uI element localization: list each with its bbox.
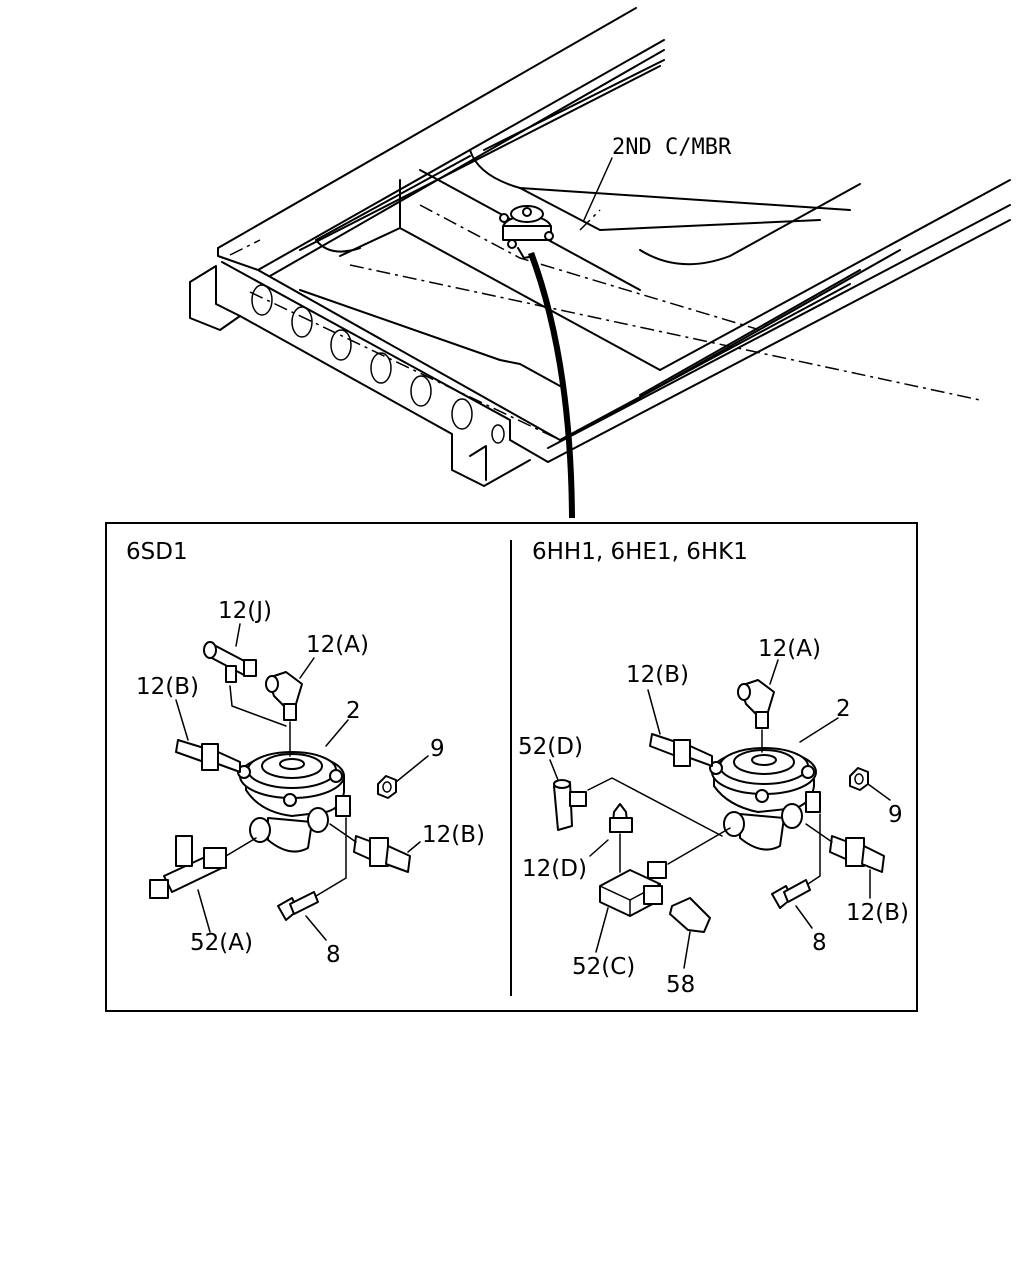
fitting-12b-left (175, 739, 241, 773)
callout-12a: 12(A) (758, 636, 821, 662)
panel-title: 6SD1 (126, 539, 188, 565)
callout-9: 9 (430, 736, 445, 762)
callout-2: 2 (346, 698, 361, 724)
panel-6sd1: 6SD1 (126, 539, 485, 968)
detail-pointer (528, 252, 575, 518)
fitting-12b-left (649, 733, 713, 767)
callout-52a: 52(A) (190, 930, 253, 956)
valve-part-2 (709, 747, 821, 851)
fitting-12b-right (805, 823, 885, 873)
fitting-52a (149, 835, 257, 899)
callout-9: 9 (888, 802, 903, 828)
plug-part-58 (669, 897, 711, 933)
nut-part-9 (849, 767, 869, 791)
callout-12a: 12(A) (306, 632, 369, 658)
fitting-12j (203, 641, 287, 727)
callout-8: 8 (812, 930, 827, 956)
callout-8: 8 (326, 942, 341, 968)
callout-58: 58 (666, 972, 695, 998)
callout-12b-left: 12(B) (626, 662, 689, 688)
nut-part-9 (377, 775, 397, 799)
fitting-52c (599, 827, 731, 917)
panel-6hh1: 6HH1, 6HE1, 6HK1 (518, 539, 909, 998)
bolt-part-8 (277, 817, 347, 921)
callout-12b-right: 12(B) (422, 822, 485, 848)
member-label: 2ND C/MBR (612, 135, 732, 160)
fitting-12b-right (329, 823, 411, 873)
callout-12d: 12(D) (522, 856, 587, 882)
callout-52d: 52(D) (518, 734, 583, 760)
callout-52c: 52(C) (572, 954, 635, 980)
callout-12b-right: 12(B) (846, 900, 909, 926)
fitting-12d (609, 803, 633, 873)
chassis-frame (189, 7, 1011, 518)
bolt-part-8 (771, 813, 821, 909)
callout-12j: 12(J) (218, 598, 272, 624)
fitting-12a (265, 671, 303, 757)
callout-12b-left: 12(B) (136, 674, 199, 700)
callout-2: 2 (836, 696, 851, 722)
panel-title: 6HH1, 6HE1, 6HK1 (532, 539, 748, 565)
fitting-52d (553, 777, 723, 837)
detail-box (105, 522, 918, 1012)
valve-on-frame (499, 205, 554, 259)
fitting-12a (737, 679, 775, 753)
valve-part-2 (237, 751, 351, 853)
